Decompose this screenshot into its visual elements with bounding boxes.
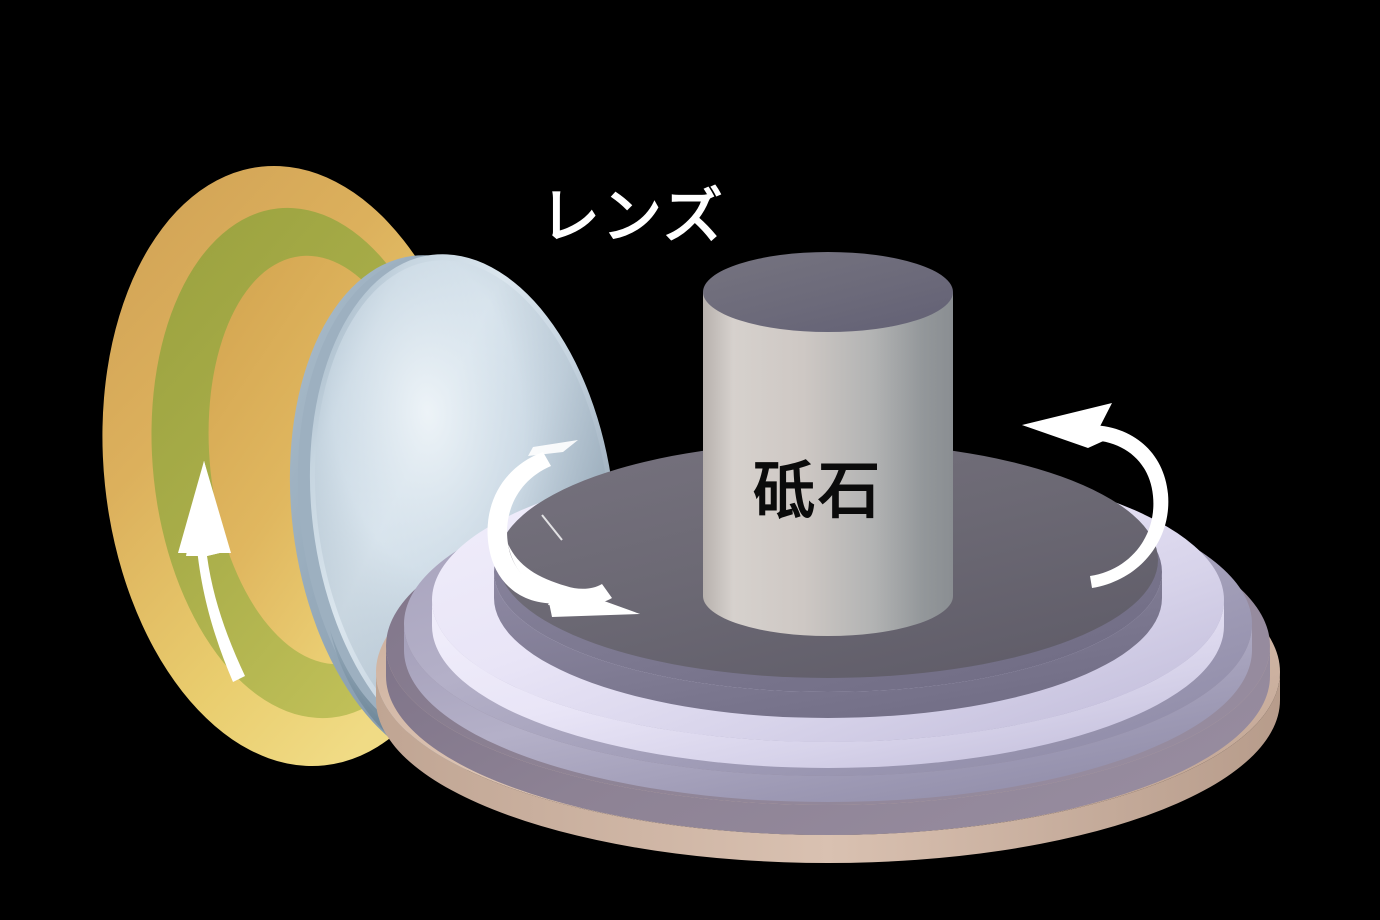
grindstone-top-face bbox=[703, 252, 953, 332]
pad-rotation-arrow bbox=[178, 461, 245, 682]
turntable-base-side bbox=[376, 672, 1280, 863]
turntable-inner-step-side bbox=[494, 572, 1162, 718]
grindstone-label: 砥石 bbox=[753, 454, 884, 527]
turntable-rotation-arrow-left bbox=[487, 452, 640, 617]
turntable-lavender-ring-side bbox=[432, 600, 1224, 768]
turntable-outer-rim-side bbox=[386, 646, 1270, 835]
turntable-rotation-arrow-right bbox=[1022, 403, 1169, 588]
grindstone-body bbox=[703, 292, 953, 636]
grindstone-cylinder bbox=[703, 252, 953, 636]
lens-specular-streak bbox=[528, 440, 578, 456]
turntable-mid-ring-side bbox=[404, 624, 1252, 802]
lens-label: レンズ bbox=[540, 182, 725, 252]
